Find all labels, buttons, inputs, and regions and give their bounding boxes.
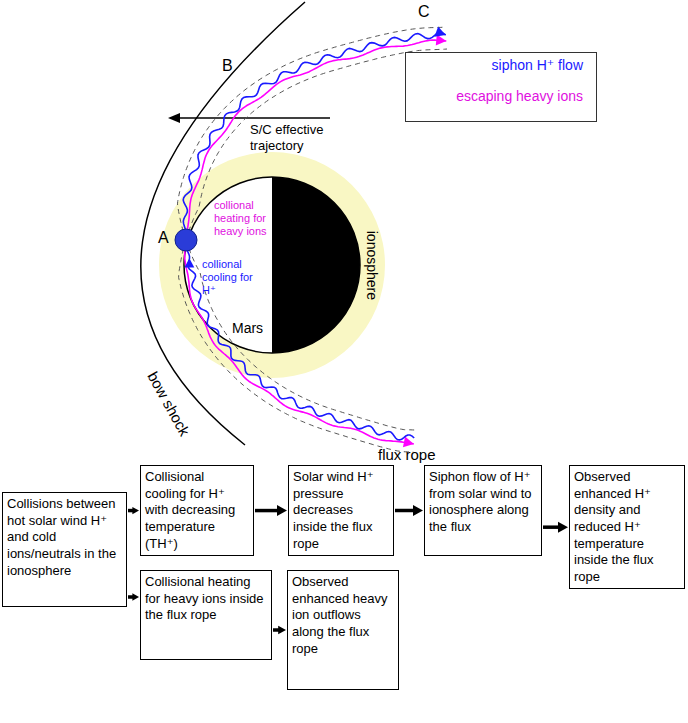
process-box: Collisional cooling for H⁺ with decreasi…: [140, 465, 254, 556]
process-box: Observed enhanced heavy ion outflows alo…: [287, 570, 399, 690]
diagram-label: flux rope: [378, 446, 436, 464]
flux-rope-edge: [186, 240, 415, 430]
process-box: Collisional heating for heavy ions insid…: [140, 570, 272, 660]
arrow-head: [278, 626, 286, 635]
arrow-shaft: [255, 509, 278, 513]
arrow-head: [277, 505, 287, 516]
flow-arrow: [128, 593, 139, 600]
diagram-label: S/C effective trajectory: [250, 122, 342, 153]
ionosphere-band: [159, 152, 385, 378]
siphon-arrowhead: [184, 259, 194, 268]
diagram-label: C: [418, 2, 430, 21]
siphon-arrowhead: [434, 26, 445, 36]
process-box: Siphon flow of H⁺ from solar wind to ion…: [424, 465, 542, 556]
mars-dayside: [184, 177, 272, 353]
box-text: Observed enhanced H⁺ density and reduced…: [574, 469, 680, 585]
box-text: Collisional cooling for H⁺ with decreasi…: [145, 469, 249, 552]
flow-arrow: [273, 626, 286, 635]
arrow-shaft: [543, 525, 559, 529]
legend-text: escaping heavy ions: [456, 88, 583, 105]
arrow-head: [132, 507, 139, 514]
arrow-head: [558, 522, 568, 533]
box-text: Solar wind H⁺ pressure decreases inside …: [293, 469, 389, 552]
legend-text: siphon H⁺ flow: [492, 57, 583, 74]
diagram-label: A: [158, 228, 169, 247]
point-a-dot: [175, 229, 197, 251]
diagram-label: B: [222, 56, 233, 75]
diagram-label: collional heating for heavy ions: [214, 199, 270, 239]
bow-shock-line: [141, 2, 305, 445]
flow-arrow: [543, 522, 568, 533]
box-text: Collisional heating for heavy ions insid…: [145, 574, 267, 624]
box-text: Siphon flow of H⁺ from solar wind to ion…: [429, 469, 537, 536]
process-box: Solar wind H⁺ pressure decreases inside …: [288, 465, 394, 556]
trajectory-arrow: [176, 117, 330, 119]
box-text: Observed enhanced heavy ion outflows alo…: [292, 574, 394, 657]
diagram-label: Mars: [232, 320, 263, 337]
arrow-head: [413, 505, 423, 516]
mars-nightside: [272, 177, 360, 353]
diagram-label: ionosphere: [364, 230, 381, 299]
arrow-shaft: [395, 509, 414, 513]
trajectory-arrowhead: [168, 113, 180, 123]
diagram-label: collional cooling for H⁺: [202, 258, 268, 298]
box-text: Collisions between hot solar wind H⁺ and…: [7, 496, 122, 579]
flow-arrow: [395, 505, 423, 516]
process-box: Observed enhanced H⁺ density and reduced…: [569, 465, 685, 589]
process-box: Collisions between hot solar wind H⁺ and…: [2, 492, 127, 607]
flow-arrow: [128, 507, 139, 514]
flow-arrow: [255, 505, 287, 516]
diagram-label: bow shock: [143, 369, 193, 440]
arrow-head: [132, 593, 139, 600]
